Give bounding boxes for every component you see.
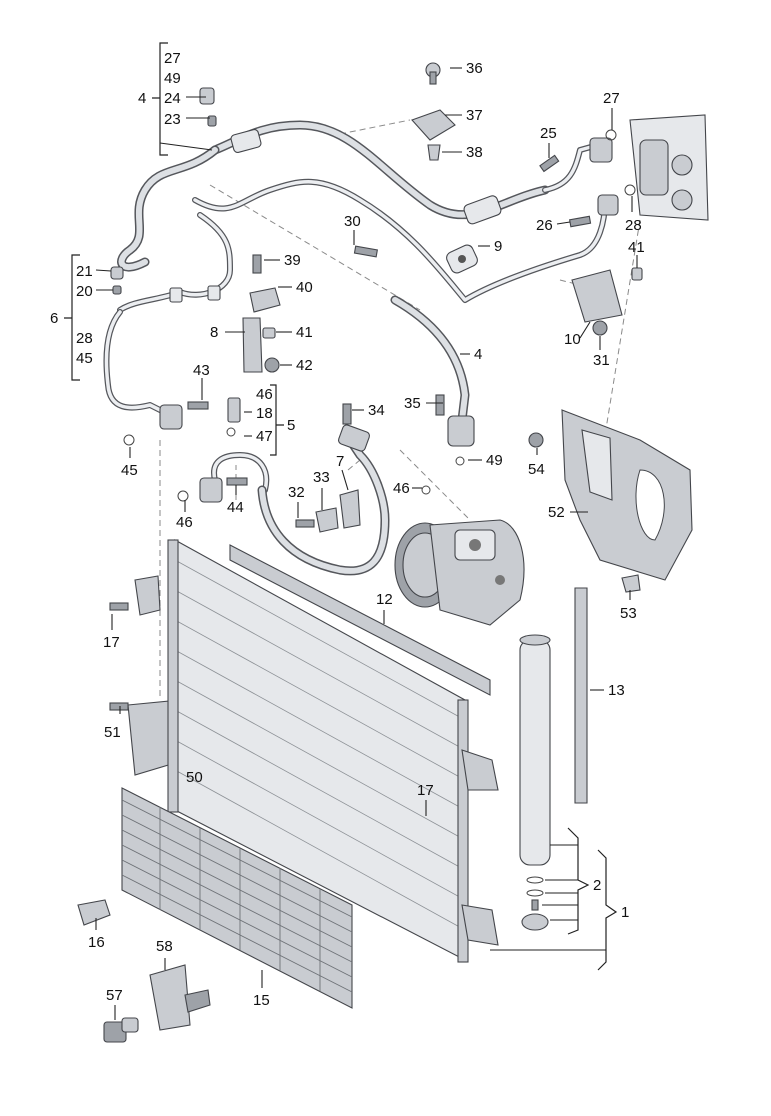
- callout-46-left: 46: [176, 514, 193, 531]
- callout-58: 58: [156, 938, 173, 955]
- callout-45-lower: 45: [121, 462, 138, 479]
- callout-17-left: 17: [103, 634, 120, 651]
- callout-41-mid: 41: [296, 324, 313, 341]
- callout-35: 35: [404, 395, 421, 412]
- seal-strip-13: [574, 587, 588, 804]
- callout-15: 15: [253, 992, 270, 1009]
- callout-1: 1: [621, 904, 629, 921]
- callout-53: 53: [620, 605, 637, 622]
- air-guide-grille-15: [121, 787, 353, 1009]
- callout-47: 47: [256, 428, 273, 445]
- callout-20: 20: [76, 283, 93, 300]
- callout-25: 25: [540, 125, 557, 142]
- expansion-valve: [629, 114, 709, 221]
- callout-44: 44: [227, 499, 244, 516]
- callout-34: 34: [368, 402, 385, 419]
- callout-50: 50: [186, 769, 203, 786]
- callout-18: 18: [256, 405, 273, 422]
- callout-28-left: 28: [76, 330, 93, 347]
- condenser-assembly: [167, 539, 499, 963]
- pressure-pipe-9: [117, 178, 619, 313]
- callout-31: 31: [593, 352, 610, 369]
- callout-43: 43: [193, 362, 210, 379]
- leader-lines: [64, 42, 638, 1020]
- callout-7: 7: [336, 453, 344, 470]
- suction-hose-4: [117, 120, 613, 272]
- callout-32: 32: [288, 484, 305, 501]
- callout-52: 52: [548, 504, 565, 521]
- ac-compressor: [394, 519, 525, 626]
- callout-12: 12: [376, 591, 393, 608]
- callout-54: 54: [528, 461, 545, 478]
- callout-37: 37: [466, 107, 483, 124]
- callout-8: 8: [210, 324, 218, 341]
- callout-38: 38: [466, 144, 483, 161]
- callout-30: 30: [344, 213, 361, 230]
- callout-49: 49: [164, 70, 181, 87]
- callout-27-right: 27: [603, 90, 620, 107]
- callout-49-lower: 49: [486, 452, 503, 469]
- callout-45-left: 45: [76, 350, 93, 367]
- callout-4-lower: 4: [474, 346, 482, 363]
- heat-shield-52: [561, 409, 693, 581]
- callout-5: 5: [287, 417, 295, 434]
- callout-4: 4: [138, 90, 146, 107]
- callout-6: 6: [50, 310, 58, 327]
- callout-40: 40: [296, 279, 313, 296]
- callout-46-right: 46: [393, 480, 410, 497]
- discharge-hose-5: [199, 397, 390, 576]
- callout-26: 26: [536, 217, 553, 234]
- callout-57: 57: [106, 987, 123, 1004]
- receiver-drier: [519, 634, 551, 931]
- callout-labels: 27 49 4 24 23 36 37 38 27 25 26 28 30 9 …: [50, 50, 645, 1009]
- callout-42: 42: [296, 357, 313, 374]
- callout-17-right: 17: [417, 782, 434, 799]
- callout-16: 16: [88, 934, 105, 951]
- callout-33: 33: [313, 469, 330, 486]
- callout-36: 36: [466, 60, 483, 77]
- callout-23: 23: [164, 111, 181, 128]
- brackets: [77, 109, 623, 1043]
- callout-13: 13: [608, 682, 625, 699]
- callout-2: 2: [593, 877, 601, 894]
- callout-51: 51: [104, 724, 121, 741]
- callout-21: 21: [76, 263, 93, 280]
- callout-10: 10: [564, 331, 581, 348]
- callout-46-mid: 46: [256, 386, 273, 403]
- callout-39: 39: [284, 252, 301, 269]
- compressor-suction-hose: [390, 295, 475, 447]
- callout-27: 27: [164, 50, 181, 67]
- callout-41-right: 41: [628, 239, 645, 256]
- pressure-pipe-6: [103, 285, 221, 430]
- callout-24: 24: [164, 90, 181, 107]
- callout-28-right: 28: [625, 217, 642, 234]
- callout-9: 9: [494, 238, 502, 255]
